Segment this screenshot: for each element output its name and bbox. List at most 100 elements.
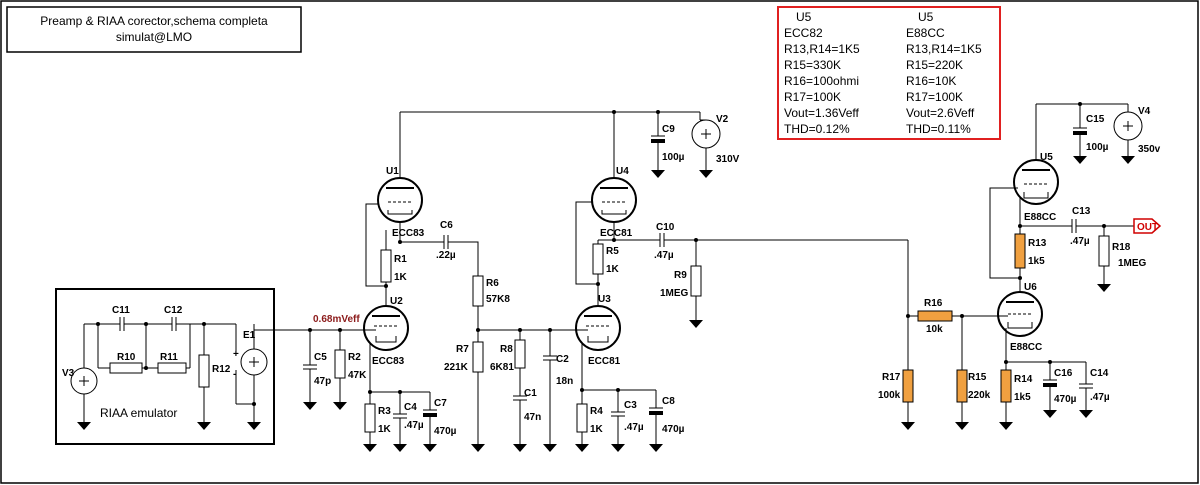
value-v2: 310V	[716, 154, 740, 165]
title-box: Preamp & RIAA corector,schema completa s…	[6, 6, 302, 53]
value-c4: .47µ	[404, 420, 424, 431]
label-r2: R2	[348, 352, 361, 363]
table-col2-4: R16=10K	[906, 74, 956, 88]
label-c6: C6	[440, 220, 453, 231]
value-r13: 1k5	[1028, 256, 1045, 267]
label-r11: R11	[160, 352, 178, 363]
label-u3: U3	[598, 294, 611, 305]
value-r6: 57K8	[486, 294, 510, 305]
source-v2: V2 310V	[691, 112, 740, 178]
tube-u5: U5 E88CC	[1013, 152, 1059, 223]
resistor-r16	[917, 310, 953, 322]
resistor-r14	[1000, 369, 1012, 403]
value-r4: 1K	[590, 424, 604, 435]
value-r5: 1K	[606, 264, 620, 275]
label-c10: C10	[656, 222, 675, 233]
label-r1: R1	[394, 254, 407, 265]
label-r5: R5	[606, 246, 619, 257]
value-r15: 220k	[968, 390, 991, 401]
label-r4: R4	[590, 406, 603, 417]
label-c4: C4	[404, 402, 417, 413]
label-r9: R9	[674, 270, 687, 281]
label-r6: R6	[486, 278, 499, 289]
label-u5: U5	[1040, 152, 1053, 163]
tube-u2: U2 ECC83	[363, 296, 409, 367]
label-v2: V2	[716, 114, 729, 125]
value-c13: .47µ	[1070, 236, 1090, 247]
label-u4: U4	[616, 166, 629, 177]
label-e88cc-a: E88CC	[1024, 212, 1056, 223]
svg-text:-: -	[233, 369, 236, 380]
value-r7: 221K	[444, 362, 469, 373]
value-c3: .47µ	[624, 422, 644, 433]
label-r8: R8	[500, 344, 513, 355]
parameter-table: U5 ECC82 R13,R14=1K5 R15=330K R16=100ohm…	[777, 6, 1001, 140]
label-r16: R16	[924, 298, 943, 309]
table-col2-0: U5	[918, 10, 934, 24]
table-col2-2: R13,R14=1K5	[906, 42, 982, 56]
label-r18: R18	[1112, 242, 1131, 253]
table-col1-3: R15=330K	[784, 58, 841, 72]
value-c10: .47µ	[654, 250, 674, 261]
title-line1: Preamp & RIAA corector,schema completa	[40, 14, 268, 28]
label-v4: V4	[1138, 106, 1151, 117]
label-c8: C8	[662, 396, 675, 407]
table-col2-5: R17=100K	[906, 90, 963, 104]
value-c6: .22µ	[436, 250, 456, 261]
svg-text:+: +	[233, 349, 239, 360]
value-r9: 1MEG	[660, 288, 689, 299]
value-r1: 1K	[394, 272, 408, 283]
label-r3: R3	[378, 406, 391, 417]
label-r7: R7	[456, 344, 469, 355]
value-r14: 1k5	[1014, 392, 1031, 403]
value-r17: 100k	[878, 390, 901, 401]
label-r15: R15	[968, 372, 987, 383]
value-r8: 6K81	[490, 362, 514, 373]
label-r17: R17	[882, 372, 901, 383]
label-ecc83-a: ECC83	[392, 228, 425, 239]
tube-u1: U1 ECC83	[377, 166, 425, 239]
label-ecc81-a: ECC81	[600, 228, 633, 239]
probe-label: 0.68mVeff	[313, 314, 360, 325]
value-r16: 10k	[926, 324, 943, 335]
label-c15: C15	[1086, 114, 1105, 125]
source-v4: V4 350v	[1113, 103, 1161, 164]
label-c7: C7	[434, 398, 447, 409]
label-u6: U6	[1024, 282, 1037, 293]
value-c5: 47p	[314, 376, 331, 387]
label-u1: U1	[386, 166, 399, 177]
value-c7: 470µ	[434, 426, 457, 437]
label-u2: U2	[390, 296, 403, 307]
table-col2-7: THD=0.11%	[906, 122, 971, 136]
riaa-emulator: RIAA emulator V3 C11 C12 R	[55, 288, 275, 445]
table-col2-1: E88CC	[906, 26, 945, 40]
value-r18: 1MEG	[1118, 258, 1147, 269]
table-col2-6: Vout=2.6Veff	[906, 106, 975, 120]
out-label: OUT	[1137, 222, 1158, 233]
label-c5: C5	[314, 352, 327, 363]
value-c1: 47n	[524, 412, 541, 423]
label-r14: R14	[1014, 374, 1033, 385]
value-r3: 1K	[378, 424, 392, 435]
label-c12: C12	[164, 305, 183, 316]
table-col1-7: THD=0.12%	[784, 122, 850, 136]
table-col1-6: Vout=1.36Veff	[784, 106, 860, 120]
value-c9: 100µ	[662, 152, 685, 163]
label-ecc83-b: ECC83	[372, 356, 405, 367]
table-col1-0: U5	[796, 10, 812, 24]
value-v4: 350v	[1138, 144, 1161, 155]
table-col1-4: R16=100ohmi	[784, 74, 859, 88]
out-terminal: OUT	[1133, 218, 1162, 234]
title-line2: simulat@LMO	[116, 30, 192, 44]
tube-u6: U6 E88CC	[997, 282, 1043, 353]
riaa-label: RIAA emulator	[100, 406, 177, 420]
label-r12: R12	[212, 364, 231, 375]
label-c2: C2	[556, 354, 569, 365]
label-r13: R13	[1028, 238, 1047, 249]
source-e1: + - E1	[233, 324, 268, 430]
value-c8: 470µ	[662, 424, 685, 435]
label-c13: C13	[1072, 206, 1091, 217]
resistor-r17	[902, 369, 914, 403]
